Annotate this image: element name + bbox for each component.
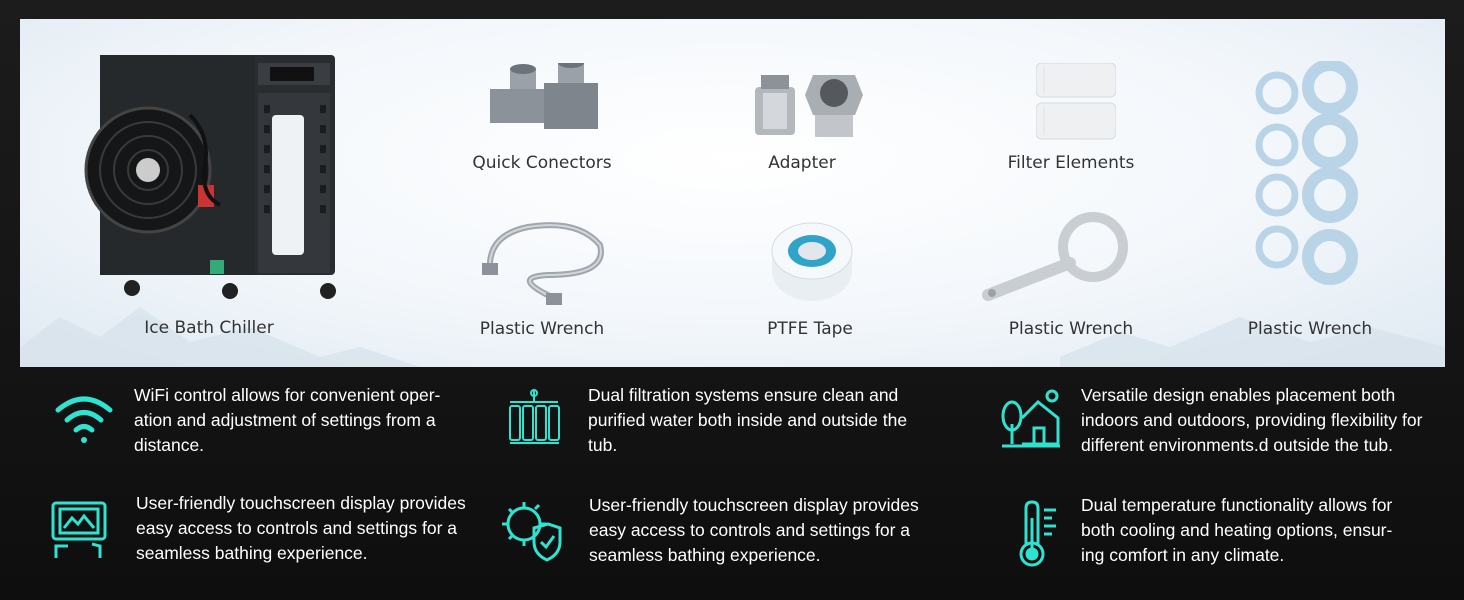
feature-text: Dual temperature functionality allows fo… bbox=[1081, 495, 1393, 565]
ptfe-tape-image bbox=[770, 219, 854, 303]
product-label: Quick Conectors bbox=[472, 153, 612, 173]
touchscreen-icon bbox=[50, 500, 110, 565]
mountain-backdrop bbox=[20, 307, 1445, 367]
filter-wrench-image bbox=[980, 211, 1130, 301]
wifi-icon bbox=[54, 394, 114, 451]
product-label: PTFE Tape bbox=[767, 319, 853, 339]
feature-text: User-friendly touchscreen display provid… bbox=[136, 493, 466, 563]
product-label: Adapter bbox=[768, 153, 836, 173]
feature-text: Versatile design enables placement both … bbox=[1081, 385, 1423, 455]
product-label: Filter Elements bbox=[1007, 153, 1135, 173]
product-label: Plastic Wrench bbox=[1008, 319, 1134, 339]
chiller-image bbox=[80, 55, 350, 305]
feature-text: Dual filtration systems ensure clean and… bbox=[588, 385, 908, 455]
antibacterial-shield-icon bbox=[500, 500, 562, 567]
sealing-rings-image bbox=[1254, 61, 1364, 301]
feature-text: WiFi control allows for convenient oper-… bbox=[134, 385, 441, 455]
filter-element-image bbox=[1036, 63, 1116, 141]
adapter-image bbox=[755, 65, 865, 145]
feature-text: User-friendly touchscreen display provid… bbox=[589, 495, 919, 565]
quick-connector-image bbox=[488, 63, 598, 153]
product-label: Plastic Wrench bbox=[1247, 319, 1373, 339]
braided-hose-image bbox=[478, 205, 608, 305]
product-label: Plastic Wrench bbox=[479, 319, 605, 339]
product-label: Ice Bath Chiller bbox=[144, 318, 274, 338]
filtration-icon bbox=[504, 386, 564, 451]
house-outdoor-icon bbox=[1000, 388, 1062, 453]
accessories-panel: Ice Bath Chiller Quick Conectors Adapter bbox=[20, 19, 1445, 367]
thermometer-icon bbox=[1014, 500, 1060, 573]
